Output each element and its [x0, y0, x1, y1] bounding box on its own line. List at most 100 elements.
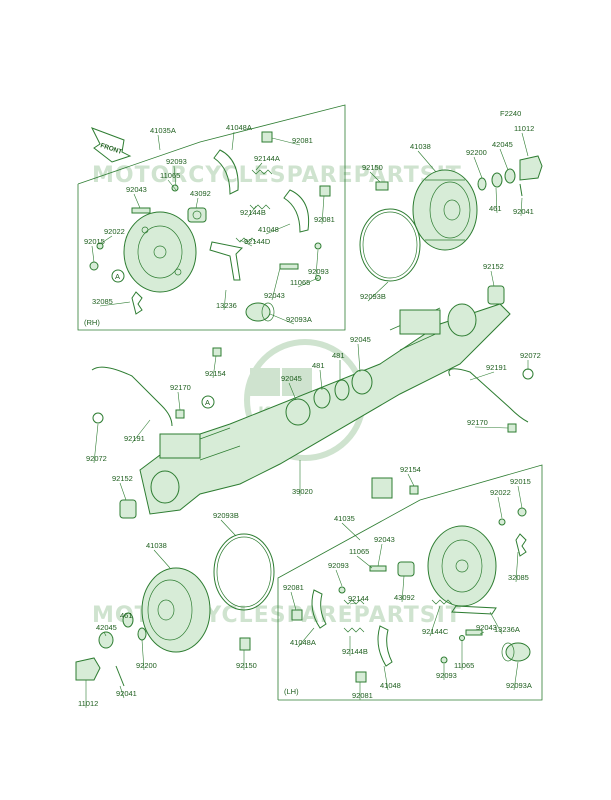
part-label-92170: 92170	[170, 383, 191, 392]
washer-92093-lh	[338, 586, 346, 594]
part-label-92045: 92045	[350, 335, 371, 344]
washer-92093b-rh	[314, 242, 322, 250]
part-label-92144d: 92144D	[244, 237, 271, 246]
part-label-43092: 43092	[190, 189, 211, 198]
part-label-11065: 11065	[290, 278, 310, 287]
leader-line	[119, 482, 127, 501]
part-label-41048a: 41048A	[226, 123, 252, 132]
leader-line	[255, 162, 263, 171]
leader-line	[131, 419, 151, 444]
part-label-92093: 92093	[436, 671, 457, 680]
ref-a-text-mid: A	[205, 398, 210, 407]
spring-b-rh	[249, 204, 271, 210]
lh-label: (LH)	[284, 687, 299, 696]
leader-line	[341, 522, 361, 541]
leader-line	[167, 179, 177, 191]
part-label-92072: 92072	[520, 351, 541, 360]
leader-line	[91, 245, 95, 263]
leader-line	[401, 575, 405, 603]
leader-line	[133, 193, 141, 209]
leader-line	[195, 197, 199, 209]
leader-line	[335, 569, 343, 587]
leader-line	[297, 627, 315, 648]
spring-d-rh	[235, 237, 257, 243]
nut-42045-rh	[504, 168, 516, 184]
clamp-92072-left	[92, 412, 104, 424]
ref-a-circle-rh	[111, 269, 125, 283]
leader-line	[520, 197, 523, 217]
clamp-92170-right	[507, 423, 517, 433]
leader-line	[103, 631, 107, 637]
washer-92022-rh	[96, 242, 104, 250]
part-label-39020: 39020	[292, 487, 313, 496]
part-label-11012: 11012	[78, 699, 98, 708]
part-label-481: 481	[312, 361, 325, 370]
part-label-41038: 41038	[146, 541, 167, 550]
part-label-92043: 92043	[264, 291, 285, 300]
clip-32085-rh	[131, 291, 143, 315]
part-label-41048: 41048	[258, 225, 279, 234]
part-label-92144b: 92144B	[342, 647, 368, 656]
part-label-92144a: 92144A	[254, 154, 280, 163]
washer-461-rh	[491, 172, 503, 188]
leader-line	[429, 605, 441, 637]
part-label-11065: 11065	[160, 171, 180, 180]
leader-line	[356, 555, 373, 569]
leader-line	[319, 369, 323, 391]
watermark-top: MOTORCYCLESPAREPARTSIT	[92, 163, 462, 188]
cam-lh	[397, 561, 415, 577]
clip-92081b-lh	[355, 671, 367, 683]
part-label-92081: 92081	[352, 691, 373, 700]
leader-line	[265, 223, 291, 235]
part-label-92093a: 92093A	[506, 681, 532, 690]
part-label-92022: 92022	[104, 227, 125, 236]
bearing-group	[285, 369, 373, 426]
part-label-92200: 92200	[136, 661, 157, 670]
clamp-92072-right	[522, 368, 534, 380]
nut-92015-rh	[89, 261, 99, 271]
leader-line	[474, 426, 509, 429]
brake-shoe-b-lh	[377, 625, 393, 667]
leader-line	[369, 171, 381, 183]
hose-92191-left	[91, 366, 173, 427]
leader-line	[517, 485, 523, 509]
lh-group-box	[277, 464, 543, 701]
leader-line	[297, 277, 319, 288]
leader-lines	[85, 131, 529, 708]
figure-code: F2240	[500, 109, 521, 118]
part-label-92191: 92191	[486, 363, 507, 372]
leader-line	[173, 165, 177, 187]
nut-42045-lh	[98, 631, 114, 649]
part-label-92152: 92152	[483, 262, 504, 271]
pin-92041-lh	[115, 665, 125, 687]
part-label-92093: 92093	[308, 267, 329, 276]
part-label-92144b: 92144B	[240, 208, 266, 217]
brake-drum-lh	[141, 567, 211, 653]
part-label-41048: 41048	[380, 681, 401, 690]
bolt-92154-rh	[212, 347, 222, 357]
bolt-92154-lh	[409, 485, 419, 495]
leader-line	[357, 343, 361, 373]
leader-line	[513, 661, 519, 691]
part-label-92081: 92081	[314, 215, 335, 224]
leader-line	[119, 685, 125, 699]
part-label-11065: 11065	[349, 547, 369, 556]
washer-92200-lh	[137, 627, 147, 641]
spring-a-rh	[251, 169, 273, 175]
part-label-41035: 41035	[334, 514, 355, 523]
seal-92093a-rh	[245, 302, 275, 322]
leader-line	[495, 187, 498, 214]
leader-line	[515, 551, 519, 583]
brake-drum-rh	[412, 169, 478, 251]
part-label-92015: 92015	[84, 237, 105, 246]
leader-line	[288, 382, 297, 401]
leader-line	[93, 423, 99, 464]
part-label-92170: 92170	[467, 418, 488, 427]
part-label-11012: 11012	[514, 124, 534, 133]
part-label-92041: 92041	[116, 689, 137, 698]
leader-line	[521, 132, 529, 157]
part-label-92093a: 92093A	[286, 315, 312, 324]
part-label-42045: 42045	[96, 623, 117, 632]
pin-92043b-rh	[279, 263, 299, 270]
